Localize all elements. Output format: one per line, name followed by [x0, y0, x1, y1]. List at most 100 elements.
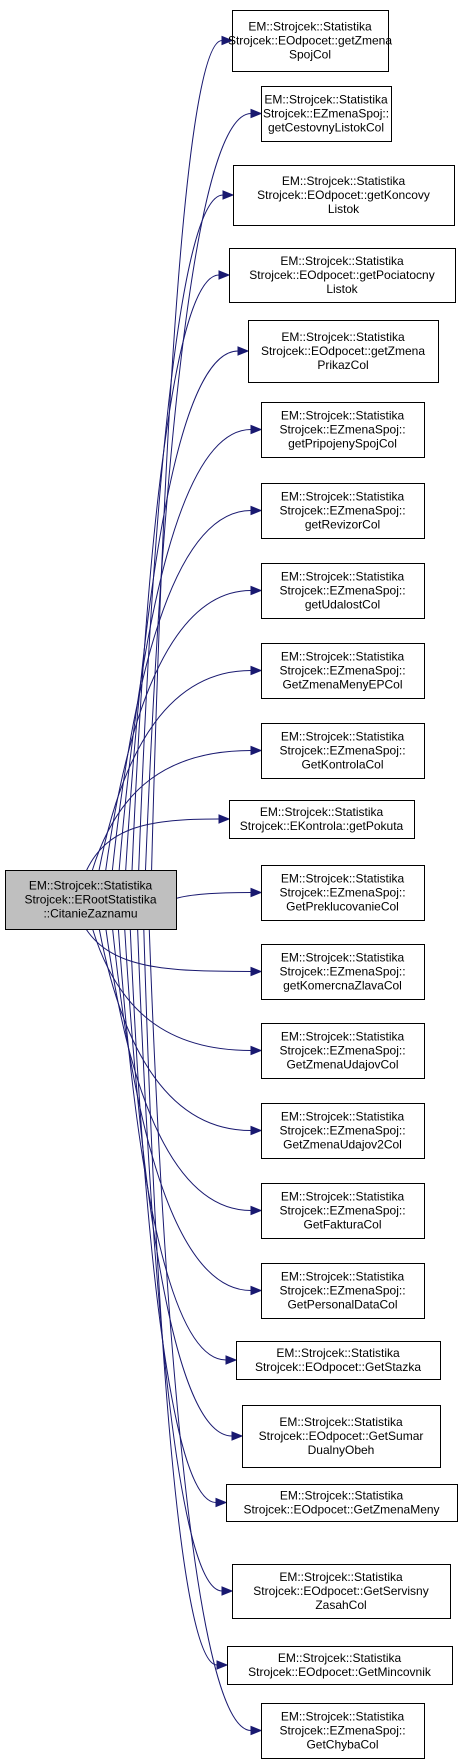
callee-node[interactable]: EM::Strojcek::StatistikaStrojcek::EZmena… [261, 1263, 425, 1319]
callee-node-box [248, 320, 439, 383]
callee-node[interactable]: EM::Strojcek::StatistikaStrojcek::EOdpoc… [242, 1405, 441, 1468]
arrowhead [222, 190, 235, 200]
callee-node[interactable]: EM::Strojcek::StatistikaStrojcek::EZmena… [261, 1023, 425, 1079]
callee-node-label-line: EM::Strojcek::Statistika [281, 951, 405, 965]
callee-node-label-line: EM::Strojcek::Statistika [248, 20, 372, 34]
callee-node[interactable]: EM::Strojcek::StatistikaStrojcek::EZmena… [261, 643, 425, 699]
arrowhead [237, 346, 250, 356]
callee-node-box [261, 1263, 425, 1319]
arrowhead [250, 1285, 263, 1296]
callee-node-box [261, 563, 425, 619]
callee-node[interactable]: EM::Strojcek::StatistikaStrojcek::EZmena… [261, 944, 425, 1000]
call-edge [175, 892, 252, 899]
arrowhead [221, 35, 234, 46]
callee-node[interactable]: EM::Strojcek::StatistikaStrojcek::EZmena… [261, 1183, 425, 1239]
callee-node-label-line: EM::Strojcek::Statistika [281, 570, 405, 584]
callee-node[interactable]: EM::Strojcek::StatistikaStrojcek::EZmena… [261, 723, 425, 779]
callee-node-label-line: EM::Strojcek::Statistika [281, 650, 405, 664]
callee-node-label-line: EM::Strojcek::Statistika [264, 93, 388, 107]
callee-node[interactable]: EM::Strojcek::StatistikaStrojcek::EZmena… [261, 402, 425, 458]
callee-node-label-line: Strojcek::EOdpocet::GetZmenaMeny [243, 1503, 439, 1517]
arrowhead [218, 814, 231, 824]
callee-node-label-line: Strojcek::EZmenaSpoj:: [263, 107, 389, 121]
callee-node[interactable]: EM::Strojcek::StatistikaStrojcek::EOdpoc… [228, 10, 392, 72]
callee-node-label-line: GetPreklucovanieCol [286, 900, 399, 914]
callee-node-box [229, 800, 415, 839]
callee-node-label-line: Strojcek::EOdpocet::getZmena [228, 34, 392, 48]
callee-node-label-line: getPripojenySpojCol [288, 437, 397, 451]
callee-node-label-line: EM::Strojcek::Statistika [281, 1270, 405, 1284]
arrowhead [250, 1125, 263, 1136]
call-edge [143, 928, 218, 1666]
arrowhead [250, 745, 263, 756]
callee-node[interactable]: EM::Strojcek::StatistikaStrojcek::EZmena… [261, 1103, 425, 1159]
callee-node-label-line: EM::Strojcek::Statistika [281, 1110, 405, 1124]
arrowhead [250, 505, 263, 516]
callee-node-label-line: EM::Strojcek::Statistika [281, 490, 405, 504]
callee-node-label-line: Strojcek::EZmenaSpoj:: [279, 584, 405, 598]
callee-node[interactable]: EM::Strojcek::StatistikaStrojcek::EOdpoc… [226, 1484, 458, 1522]
callee-node-label-line: Strojcek::EOdpocet::GetServisny [253, 1584, 428, 1598]
callee-node-box [232, 1564, 451, 1619]
call-edge [85, 928, 252, 972]
callee-node-label-line: Strojcek::EOdpocet::GetStazka [255, 1360, 421, 1374]
callee-node-label-line: EM::Strojcek::Statistika [276, 1346, 400, 1360]
callee-node-box [227, 1646, 453, 1685]
call-edge [111, 510, 252, 871]
callee-node[interactable]: EM::Strojcek::StatistikaStrojcek::EOdpoc… [232, 1564, 451, 1619]
callee-node-box [261, 1103, 425, 1159]
callee-node[interactable]: EM::Strojcek::StatistikaStrojcek::EZmena… [261, 86, 392, 142]
call-edge [98, 670, 252, 871]
callee-node-box [261, 865, 425, 921]
callee-node-label-line: GetZmenaUdajov2Col [283, 1138, 402, 1152]
callee-node-label-line: Strojcek::EZmenaSpoj:: [279, 423, 405, 437]
callee-node-label-line: GetFakturaCol [303, 1218, 381, 1232]
callee-node-label-line: EM::Strojcek::Statistika [279, 1415, 403, 1429]
callee-node-label-line: GetZmenaUdajovCol [286, 1058, 398, 1072]
arrowhead [250, 966, 263, 977]
callee-node-label-line: EM::Strojcek::Statistika [260, 805, 384, 819]
callee-node[interactable]: EM::Strojcek::StatistikaStrojcek::EZmena… [261, 563, 425, 619]
callee-node[interactable]: EM::Strojcek::StatistikaStrojcek::EOdpoc… [227, 1646, 453, 1685]
callee-node-label-line: Strojcek::EZmenaSpoj:: [279, 744, 405, 758]
root-node[interactable]: EM::Strojcek::StatistikaStrojcek::ERootS… [5, 870, 177, 930]
callee-node-box [232, 10, 389, 72]
callee-node[interactable]: EM::Strojcek::StatistikaStrojcek::EOdpoc… [236, 1341, 441, 1380]
arrowhead [250, 1045, 263, 1056]
callee-node[interactable]: EM::Strojcek::StatistikaStrojcek::EOdpoc… [233, 165, 455, 226]
arrowhead [250, 585, 263, 596]
root-node-box [5, 870, 177, 930]
call-edge [86, 818, 220, 871]
callee-node-label-line: Strojcek::EZmenaSpoj:: [279, 504, 405, 518]
callee-node[interactable]: EM::Strojcek::StatistikaStrojcek::EZmena… [261, 1703, 425, 1759]
callee-node-label-line: Strojcek::EOdpocet::getPociatocny [249, 268, 434, 282]
callee-node-label-line: getRevizorCol [305, 518, 380, 532]
callee-node-label-line: GetKontrolaCol [301, 758, 383, 772]
callee-node-label-line: SpojCol [289, 48, 331, 62]
callee-node-label-line: EM::Strojcek::Statistika [282, 174, 406, 188]
arrowhead [218, 270, 231, 280]
nodes-layer: EM::Strojcek::StatistikaStrojcek::ERootS… [5, 10, 458, 1759]
callee-node-label-line: EM::Strojcek::Statistika [280, 1489, 404, 1503]
callee-node-label-line: Strojcek::EZmenaSpoj:: [279, 886, 405, 900]
callee-node-box [261, 723, 425, 779]
callee-node[interactable]: EM::Strojcek::StatistikaStrojcek::EKontr… [229, 800, 415, 839]
call-edge [92, 928, 252, 1051]
callee-node-box [233, 165, 455, 226]
callee-node-label-line: EM::Strojcek::Statistika [279, 1570, 403, 1584]
callee-node[interactable]: EM::Strojcek::StatistikaStrojcek::EOdpoc… [248, 320, 439, 383]
callee-node-label-line: EM::Strojcek::Statistika [281, 330, 405, 344]
callee-node-label-line: Strojcek::EZmenaSpoj:: [279, 664, 405, 678]
callee-node-box [229, 248, 456, 303]
callee-node[interactable]: EM::Strojcek::StatistikaStrojcek::EZmena… [261, 483, 425, 539]
callee-node[interactable]: EM::Strojcek::StatistikaStrojcek::EOdpoc… [229, 248, 456, 303]
arrowhead [231, 1431, 244, 1441]
callee-node-label-line: Strojcek::EOdpocet::GetMincovnik [248, 1665, 432, 1679]
arrowhead [250, 108, 263, 119]
arrowhead [215, 1497, 228, 1508]
callee-node-label-line: Strojcek::EZmenaSpoj:: [279, 1044, 405, 1058]
call-edge [98, 928, 252, 1131]
callee-node-label-line: Strojcek::EZmenaSpoj:: [279, 965, 405, 979]
callee-node[interactable]: EM::Strojcek::StatistikaStrojcek::EZmena… [261, 865, 425, 921]
